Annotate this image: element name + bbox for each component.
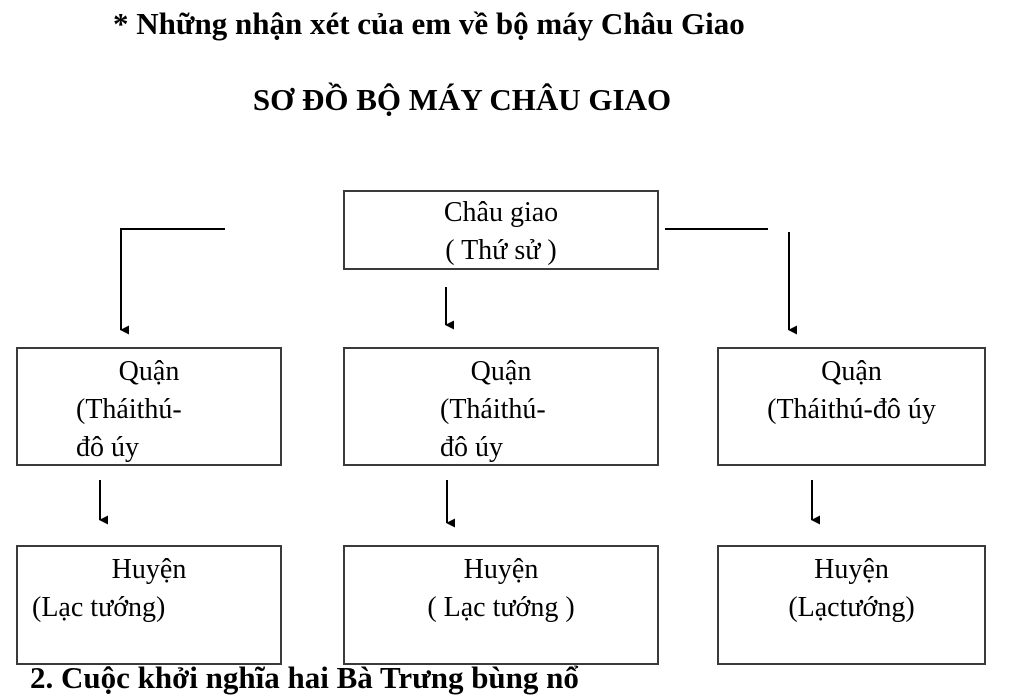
huyen-label: Huyện <box>111 554 187 585</box>
connector-left <box>120 228 225 335</box>
quan-box-3: Quận (Tháithú-đô úy <box>717 347 986 466</box>
quan-title-line: đô úy <box>76 432 139 463</box>
huyen-label: Huyện <box>463 554 539 585</box>
quan-label: Quận <box>821 356 882 387</box>
huyen-box-2: Huyện ( Lạc tướng ) <box>343 545 659 665</box>
huyen-box-1: Huyện (Lạc tướng) <box>16 545 282 665</box>
quan-box-2: Quận (Tháithú- đô úy <box>343 347 659 466</box>
quan-title-line: đô úy <box>440 432 503 463</box>
lac-tuong-label: (Lạctướng) <box>788 592 915 623</box>
quan-title-line: (Tháithú-đô úy <box>767 394 936 425</box>
diagram-title: SƠ ĐỒ BỘ MÁY CHÂU GIAO <box>252 82 672 117</box>
next-section-heading: 2. Cuộc khởi nghĩa hai Bà Trưng bùng nổ <box>30 660 579 695</box>
thu-su-label: ( Thứ sử ) <box>445 235 557 266</box>
lac-tuong-label: ( Lạc tướng ) <box>427 592 575 623</box>
quan-title-line: (Tháithú- <box>76 394 182 425</box>
quan-box-1: Quận (Tháithú- đô úy <box>16 347 282 466</box>
chau-giao-label: Châu giao <box>443 197 559 228</box>
quan-label: Quận <box>470 356 532 387</box>
lac-tuong-label: (Lạc tướng) <box>32 592 166 623</box>
quan-title-line: (Tháithú- <box>440 394 546 425</box>
heading: * Những nhận xét của em về bộ máy Châu G… <box>113 6 745 41</box>
huyen-box-3: Huyện (Lạctướng) <box>717 545 986 665</box>
quan-label: Quận <box>118 356 180 387</box>
connectors <box>99 228 821 528</box>
chau-giao-box: Châu giao ( Thứ sử ) <box>343 190 659 270</box>
huyen-label: Huyện <box>814 554 889 585</box>
